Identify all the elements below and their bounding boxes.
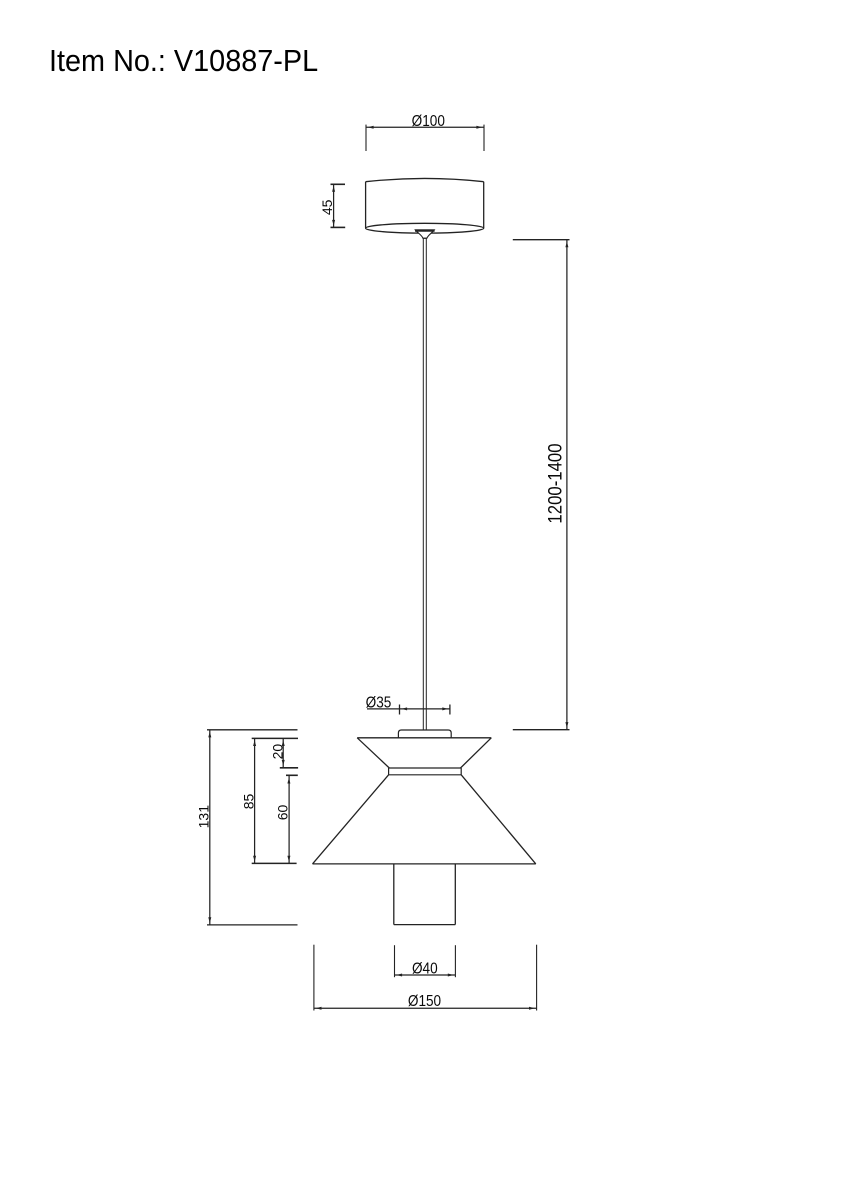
svg-text:Ø35: Ø35 [366,694,392,711]
svg-text:Ø40: Ø40 [412,960,438,977]
svg-text:60: 60 [275,805,291,821]
svg-text:Ø150: Ø150 [408,993,441,1010]
svg-text:Ø100: Ø100 [412,113,445,130]
svg-text:1200-1400: 1200-1400 [544,443,565,523]
svg-text:131: 131 [196,805,212,829]
svg-text:85: 85 [240,794,256,810]
svg-text:45: 45 [319,199,335,215]
svg-text:20: 20 [269,744,285,760]
